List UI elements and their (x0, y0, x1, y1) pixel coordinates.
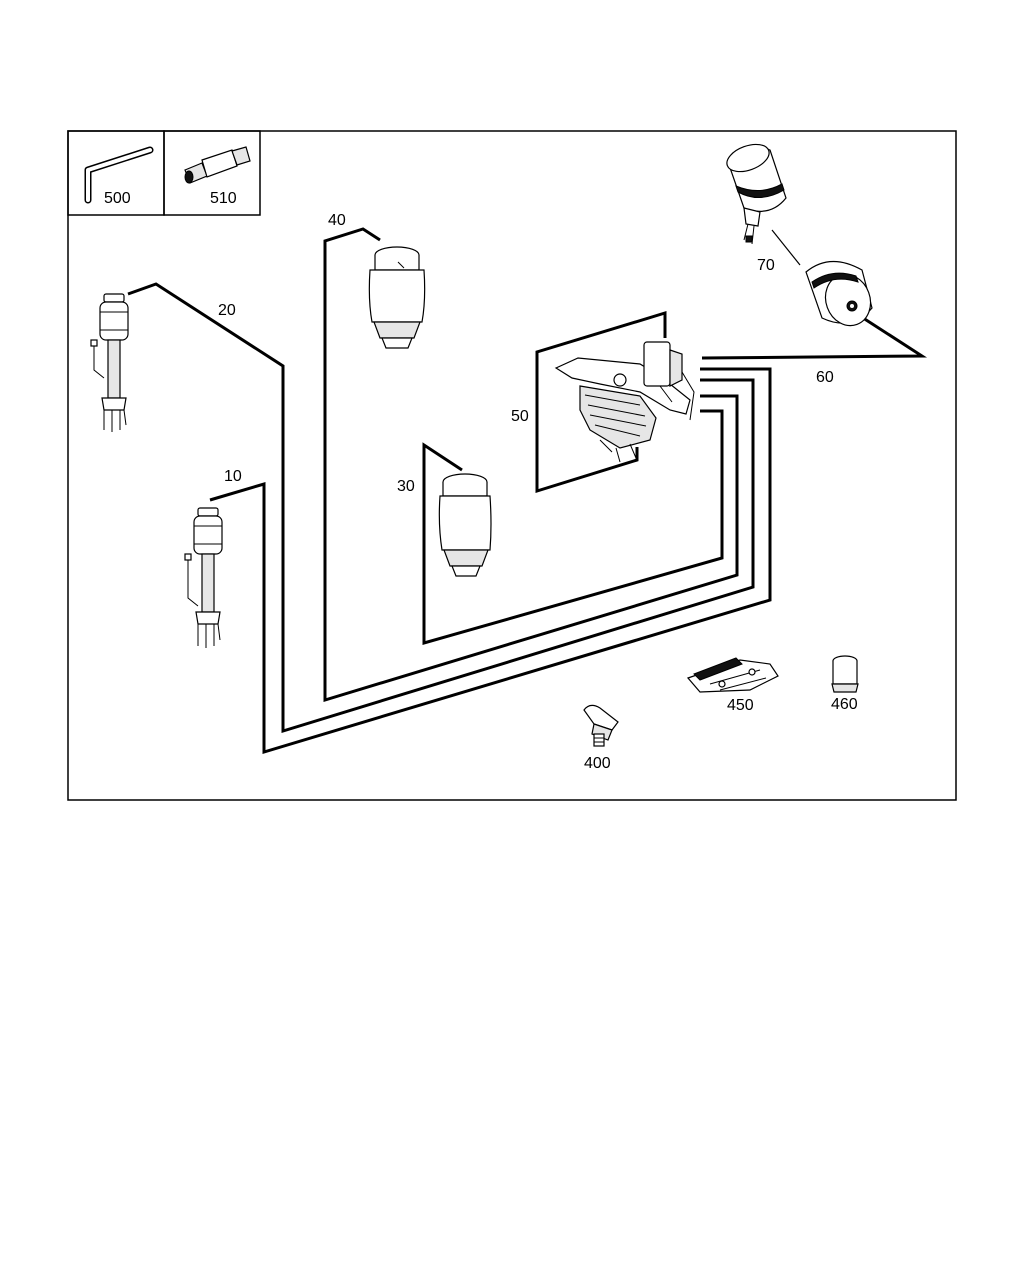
label-30: 30 (397, 478, 415, 495)
label-70: 70 (757, 257, 775, 274)
label-60: 60 (816, 369, 834, 386)
label-510: 510 (210, 190, 237, 207)
label-40: 40 (328, 212, 346, 229)
socket-adapter-icon (184, 146, 251, 184)
label-50: 50 (511, 408, 529, 425)
component-60[interactable] (805, 260, 878, 331)
leader-line-20 (127, 282, 755, 734)
label-400: 400 (584, 755, 611, 772)
bush-460[interactable] (831, 655, 859, 693)
leader-line-50 (535, 310, 667, 494)
label-20: 20 (218, 302, 236, 319)
leader-line-60 (701, 314, 928, 360)
leader-line-30 (422, 409, 724, 645)
leader-line-10 (209, 367, 772, 755)
bracket-450[interactable] (686, 657, 779, 693)
component-70[interactable] (723, 139, 787, 245)
label-10: 10 (224, 468, 242, 485)
leader-line-70 (771, 229, 801, 266)
compressor-50[interactable] (554, 341, 695, 463)
label-500: 500 (104, 190, 131, 207)
air-spring-30[interactable] (438, 473, 492, 577)
air-strut-10[interactable] (184, 507, 223, 648)
tool-box-500[interactable]: 500 (67, 130, 165, 216)
label-450: 450 (727, 697, 754, 714)
air-spring-40[interactable] (368, 246, 426, 349)
tool-box-510[interactable]: 510 (163, 130, 261, 216)
diagram-frame (67, 130, 957, 801)
leader-line-40 (323, 227, 739, 703)
label-460: 460 (831, 696, 858, 713)
clip-400[interactable] (583, 704, 619, 747)
air-strut-20[interactable] (90, 293, 129, 432)
